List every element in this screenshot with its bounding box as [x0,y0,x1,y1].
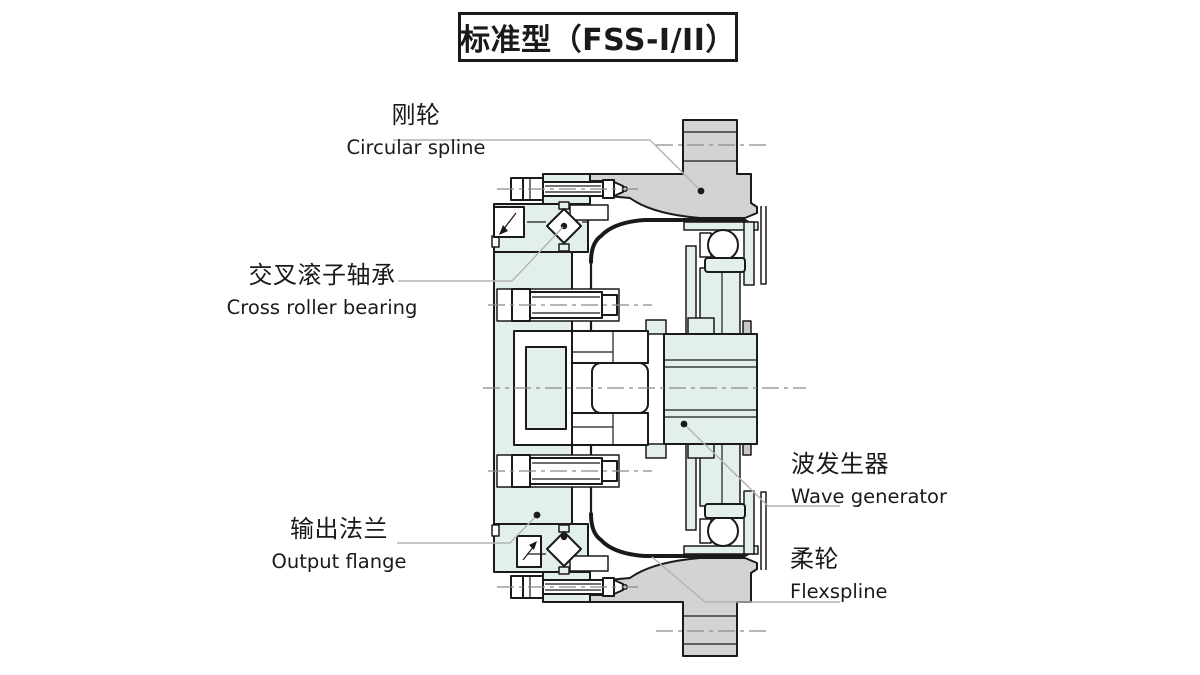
label-flexspline-en: Flexspline [790,579,888,603]
leader-output-flange [397,514,538,544]
centerlines [483,144,806,632]
leader-wave-generator [683,423,840,507]
circular-spline-bottom [587,557,758,657]
bearing-ball-bottom [707,515,739,547]
label-wave-generator-cn: 波发生器 [791,450,889,478]
wave-generator-bearing-top [683,221,759,335]
label-output-flange-en: Output flange [271,549,407,573]
leader-dot-output-flange [533,511,541,519]
leader-lines [393,139,840,603]
label-circular-spline: 刚轮 Circular spline [346,101,486,159]
outer-diameter-edges [760,206,767,570]
label-circular-spline-en: Circular spline [346,135,486,159]
label-cross-roller-bearing-cn: 交叉滚子轴承 [248,261,396,289]
label-cross-roller-bearing: 交叉滚子轴承 Cross roller bearing [226,261,418,319]
label-output-flange-cn: 输出法兰 [290,515,388,543]
label-cross-roller-bearing-en: Cross roller bearing [226,295,418,319]
label-output-flange: 输出法兰 Output flange [271,515,407,573]
wave-generator-bearing-bottom [683,441,759,555]
diagram-title: 标准型（FSS-I/II） [460,23,736,58]
title-box: 标准型（FSS-I/II） [458,12,738,62]
leader-dot-circular-spline [697,187,705,195]
label-flexspline-cn: 柔轮 [790,545,839,573]
label-wave-generator-en: Wave generator [791,484,948,508]
leader-cross-roller-bearing [398,226,564,282]
bearing-ball-top [707,229,739,261]
leader-flexspline [651,556,840,603]
roller-diamond-bottom [546,531,582,567]
leader-circular-spline [393,139,702,192]
wave-generator-hub [645,317,758,459]
leader-dot-wave-generator [680,420,688,428]
circular-spline-top [587,119,758,219]
label-circular-spline-cn: 刚轮 [391,101,441,129]
label-wave-generator: 波发生器 Wave generator [791,450,948,508]
label-flexspline: 柔轮 Flexspline [790,545,888,603]
cross-roller-bottom [516,524,582,575]
